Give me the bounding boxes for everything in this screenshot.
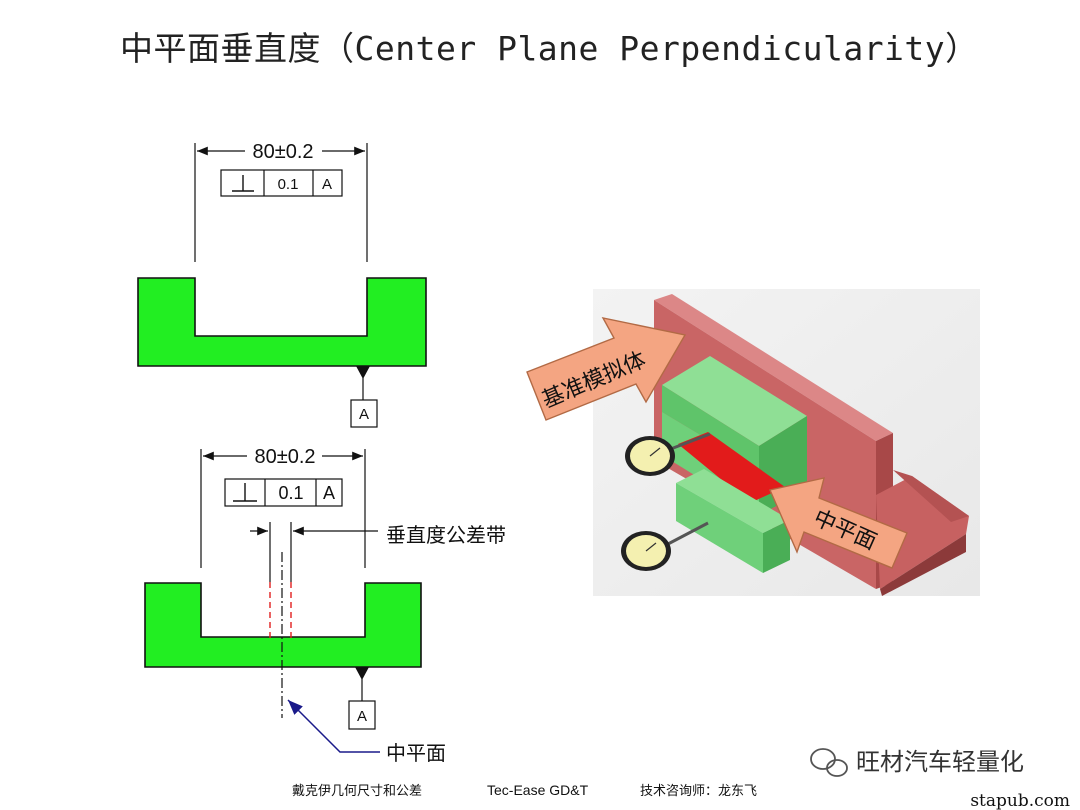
u-channel-part [137,277,427,367]
tolerance-zone-label: 垂直度公差带 [386,523,506,547]
dimension-text: 80±0.2 [254,446,315,468]
fcf-tolerance: 0.1 [278,176,299,193]
footer-right: 技术咨询师：龙东飞 [640,784,757,799]
fcf-tolerance: 0.1 [278,483,303,503]
feature-control-frame: 0.1 A [220,169,343,197]
page-title: 中平面垂直度（Center Plane Perpendicularity） [120,29,979,68]
fcf-datum: A [323,483,335,503]
datum-label: A [359,406,369,423]
dial-indicator-icon [625,432,711,476]
3d-illustration: 基准模拟体 中平面 [526,289,980,596]
watermark-text: 旺材汽车轻量化 [856,748,1024,776]
center-plane-red [678,432,785,503]
u-channel-part [144,582,422,668]
feature-control-frame: 0.1 A [224,478,343,507]
bottom-drawing: 80±0.2 0.1 A 垂直度公差带 A [144,446,506,765]
datum-box [348,700,376,730]
fcf-datum: A [322,176,332,193]
perpendicularity-icon [233,483,257,502]
dial-indicator-icon [621,521,709,571]
datum-box [350,399,378,428]
lower-jaw [676,469,790,573]
center-plane-label: 中平面 [386,741,446,765]
center-plane-leader [287,699,380,753]
top-drawing: 80±0.2 0.1 A A [137,141,427,428]
datum-label: A [357,708,367,725]
dimension-text: 80±0.2 [252,141,313,163]
footer-left: 戴克伊几何尺寸和公差 [292,783,422,799]
perpendicularity-icon [232,175,254,192]
watermark: 旺材汽车轻量化 [810,748,1024,777]
site-url: stapub.com [970,791,1070,810]
wechat-icon [810,748,848,777]
footer-middle: Tec-Ease GD&T [487,782,589,798]
datum-triangle [355,667,369,680]
datum-triangle [356,366,370,379]
